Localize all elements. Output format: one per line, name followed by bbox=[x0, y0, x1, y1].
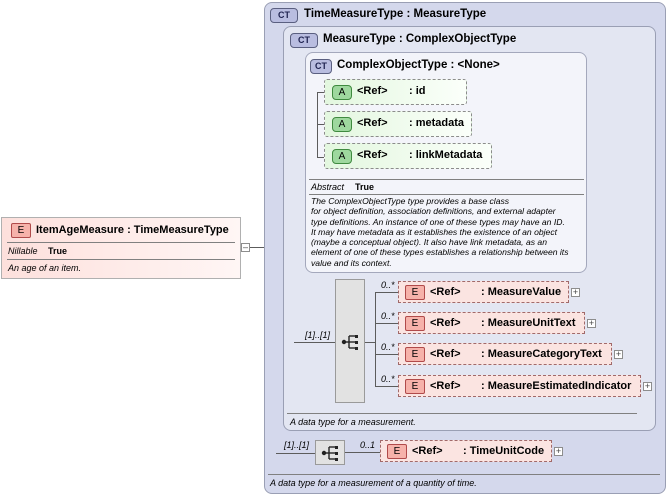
element-badge: E bbox=[405, 285, 425, 300]
sequence-compositor[interactable] bbox=[335, 279, 365, 403]
element-occurrence: 0..* bbox=[381, 374, 395, 384]
element-occurrence: 0..* bbox=[381, 280, 395, 290]
attr-connector-spine bbox=[317, 92, 318, 158]
attribute-link-metadata[interactable]: A <Ref> : linkMetadata bbox=[324, 143, 492, 169]
root-element-box[interactable]: E ItemAgeMeasure : TimeMeasureType Nilla… bbox=[1, 217, 241, 279]
abstract-label: Abstract bbox=[311, 182, 345, 192]
element-occurrence: 0..* bbox=[381, 342, 395, 352]
element-name: : MeasureCategoryText bbox=[481, 348, 602, 360]
plus-icon[interactable]: + bbox=[587, 318, 596, 328]
connector-root-to-type bbox=[250, 247, 276, 248]
sequence-compositor-icon bbox=[321, 446, 338, 461]
element-ref: <Ref> bbox=[430, 286, 461, 298]
abstract-value: True bbox=[355, 182, 375, 192]
element-ref: <Ref> bbox=[430, 317, 461, 329]
element-measure-value[interactable]: E <Ref> : MeasureValue bbox=[398, 281, 569, 303]
element-ref: <Ref> bbox=[430, 348, 461, 360]
attribute-ref: <Ref> bbox=[357, 117, 388, 129]
sequence-occurrence: [1]..[1] bbox=[305, 330, 331, 340]
attribute-badge: A bbox=[332, 117, 352, 132]
nillable-value: True bbox=[48, 246, 68, 256]
complex-type-icon: CT bbox=[290, 33, 318, 48]
attribute-name: : linkMetadata bbox=[409, 149, 483, 161]
plus-icon[interactable]: + bbox=[614, 349, 623, 359]
minus-icon[interactable]: – bbox=[241, 242, 250, 252]
nillable-label: Nillable bbox=[8, 246, 38, 256]
complex-object-type-doc: The ComplexObjectType type provides a ba… bbox=[311, 196, 569, 268]
element-badge: E bbox=[387, 444, 407, 459]
element-badge: E bbox=[405, 347, 425, 362]
element-ref: <Ref> bbox=[412, 445, 443, 457]
element-measure-category-text[interactable]: E <Ref> : MeasureCategoryText bbox=[398, 343, 612, 365]
element-ref: <Ref> bbox=[430, 380, 461, 392]
attribute-ref: <Ref> bbox=[357, 85, 388, 97]
sequence-compositor-icon bbox=[341, 335, 358, 350]
time-measure-type-doc: A data type for a measurement of a quant… bbox=[270, 478, 477, 488]
element-name: : MeasureEstimatedIndicator bbox=[481, 380, 632, 392]
plus-icon[interactable]: + bbox=[571, 287, 580, 297]
sequence-branch-spine bbox=[375, 292, 376, 386]
sequence-occurrence: [1]..[1] bbox=[284, 440, 310, 450]
plus-icon[interactable]: + bbox=[554, 446, 563, 456]
attribute-badge: A bbox=[332, 85, 352, 100]
measure-type-doc: A data type for a measurement. bbox=[290, 417, 416, 427]
root-element-doc: An age of an item. bbox=[8, 263, 82, 273]
element-badge: E bbox=[405, 316, 425, 331]
element-measure-unit-text[interactable]: E <Ref> : MeasureUnitText bbox=[398, 312, 585, 334]
attribute-metadata[interactable]: A <Ref> : metadata bbox=[324, 111, 472, 137]
complex-type-icon: CT bbox=[270, 8, 298, 23]
complex-type-icon: CT bbox=[310, 59, 332, 74]
element-name: : MeasureValue bbox=[481, 286, 562, 298]
element-badge: E bbox=[11, 223, 31, 238]
attribute-name: : id bbox=[409, 85, 426, 97]
attribute-badge: A bbox=[332, 149, 352, 164]
time-measure-type-title: TimeMeasureType : MeasureType bbox=[304, 8, 487, 20]
attribute-id[interactable]: A <Ref> : id bbox=[324, 79, 467, 105]
sequence-compositor[interactable] bbox=[315, 440, 345, 465]
measure-type-title: MeasureType : ComplexObjectType bbox=[323, 33, 517, 45]
element-occurrence: 0..1 bbox=[360, 440, 376, 450]
complex-object-type-title: ComplexObjectType : <None> bbox=[337, 59, 500, 71]
attribute-ref: <Ref> bbox=[357, 149, 388, 161]
element-occurrence: 0..* bbox=[381, 311, 395, 321]
element-time-unit-code[interactable]: E <Ref> : TimeUnitCode bbox=[380, 440, 552, 462]
attribute-name: : metadata bbox=[409, 117, 465, 129]
element-measure-estimated-indicator[interactable]: E <Ref> : MeasureEstimatedIndicator bbox=[398, 375, 641, 397]
element-badge: E bbox=[405, 379, 425, 394]
root-element-title: ItemAgeMeasure : TimeMeasureType bbox=[36, 224, 229, 236]
element-name: : TimeUnitCode bbox=[463, 445, 545, 457]
element-name: : MeasureUnitText bbox=[481, 317, 576, 329]
plus-icon[interactable]: + bbox=[643, 381, 652, 391]
